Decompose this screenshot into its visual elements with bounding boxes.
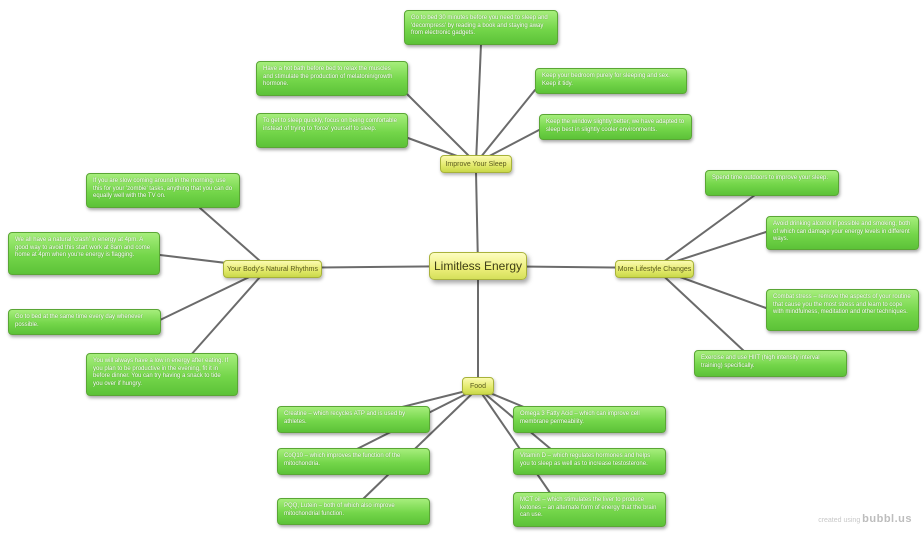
- food-tip-omega3[interactable]: Omega 3 Fatty Acid – which can improve c…: [513, 406, 666, 433]
- link-sleep-tip2: [404, 91, 477, 164]
- food-tip-mct-oil[interactable]: MCT oil – which stimulates the liver to …: [513, 492, 666, 527]
- link-lifestyle-tip1: [654, 194, 756, 269]
- sleep-tip-bedroom[interactable]: Keep your bedroom purely for sleeping an…: [535, 68, 687, 94]
- food-tip-pqq-lutein[interactable]: PQQ, Lutein – both of which also improve…: [277, 498, 430, 525]
- link-rhythm-tip1: [199, 207, 269, 269]
- rhythm-tip-4pm-crash[interactable]: We all have a natural 'crash' in energy …: [8, 232, 160, 275]
- link-sleep-tip1: [475, 43, 482, 164]
- lifestyle-tip-alcohol[interactable]: Avoid drinking alcohol if possible and s…: [766, 216, 919, 250]
- lifestyle-tip-exercise[interactable]: Exercise and use HIIT (high intensity in…: [694, 350, 847, 377]
- link-center-sleep: [475, 171, 479, 267]
- link-food-tip6: [477, 387, 556, 501]
- sleep-tip-window[interactable]: Keep the window slightly better, we have…: [539, 114, 692, 140]
- central-topic[interactable]: Limitless Energy: [429, 252, 527, 280]
- topic-improve-your-sleep[interactable]: Improve Your Sleep: [440, 155, 512, 173]
- sleep-tip-comfortable[interactable]: To get to sleep quickly, focus on being …: [256, 113, 408, 148]
- link-food-tip3: [361, 387, 479, 501]
- link-sleep-tip3: [475, 89, 536, 164]
- topic-more-lifestyle-changes[interactable]: More Lifestyle Changes: [615, 260, 694, 278]
- lifestyle-tip-outdoors[interactable]: Spend time outdoors to improve your slee…: [705, 170, 839, 196]
- credit-brand-logo: bubbl.us: [862, 513, 912, 525]
- credit-prefix: created using: [818, 517, 861, 524]
- food-tip-vitamin-d[interactable]: Vitamin D – which regulates hormones and…: [513, 448, 666, 475]
- lifestyle-tip-stress[interactable]: Combat stress – remove the aspects of yo…: [766, 289, 919, 331]
- topic-food[interactable]: Food: [462, 377, 494, 395]
- link-lifestyle-tip4: [654, 267, 746, 353]
- sleep-tip-decompress[interactable]: Go to bed 30 minutes before you need to …: [404, 10, 558, 45]
- food-tip-creatine[interactable]: Creatine – which recycles ATP and is use…: [277, 406, 430, 433]
- topic-your-bodys-natural-rhythms[interactable]: Your Body's Natural Rhythms: [223, 260, 322, 278]
- rhythm-tip-low-after-eating[interactable]: You will always have a low in energy aft…: [86, 353, 238, 396]
- food-tip-coq10[interactable]: CoQ10 – which improves the function of t…: [277, 448, 430, 475]
- sleep-tip-hot-bath[interactable]: Have a hot bath before bed to relax the …: [256, 61, 408, 96]
- link-rhythm-tip4: [189, 267, 269, 357]
- rhythm-tip-same-bedtime[interactable]: Go to bed at the same time every day whe…: [8, 309, 161, 335]
- credit-watermark: created using bubbl.us: [818, 513, 912, 525]
- rhythm-tip-morning[interactable]: If you are slow coming around in the mor…: [86, 173, 240, 208]
